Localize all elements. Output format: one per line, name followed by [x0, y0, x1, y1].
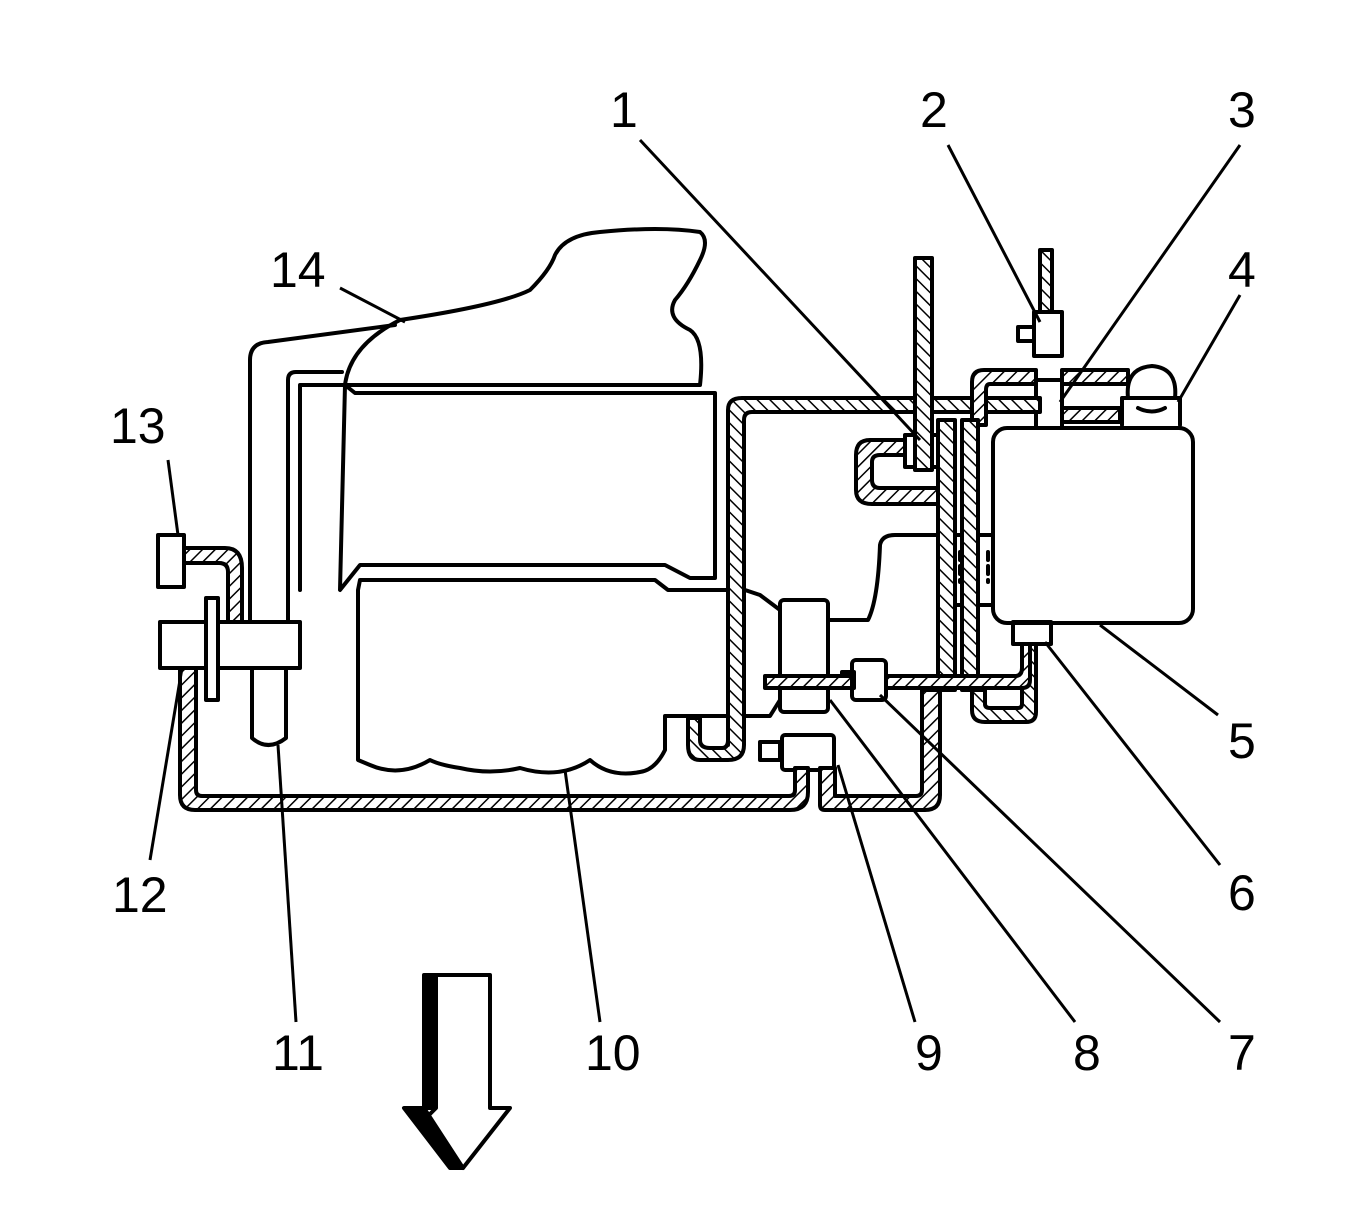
callout-13: 13 — [110, 398, 166, 454]
coolant-sensor — [780, 733, 836, 772]
callout-8: 8 — [1073, 1025, 1101, 1081]
callout-14: 14 — [270, 242, 326, 298]
callout-11: 11 — [272, 1025, 324, 1081]
callout-6: 6 — [1228, 865, 1256, 921]
temperature-sensor — [156, 533, 186, 589]
upper-radiator-hose — [248, 323, 397, 622]
heater-module — [991, 426, 1195, 625]
callout-10: 10 — [585, 1025, 641, 1081]
leader-lines — [148, 138, 1242, 1024]
callout-3: 3 — [1228, 82, 1256, 138]
engine-lower-oil-pan — [356, 578, 782, 776]
module-outlet-fitting — [1011, 620, 1053, 646]
thermostat-housing — [158, 620, 302, 670]
callout-4: 4 — [1228, 242, 1256, 298]
engine-upper — [298, 227, 717, 592]
callout-5: 5 — [1228, 713, 1256, 769]
callout-12: 12 — [112, 867, 168, 923]
water-pump — [778, 598, 830, 714]
heater-supply-hose — [686, 396, 1042, 762]
callout-9: 9 — [915, 1025, 943, 1081]
return-hose-bottom — [178, 666, 810, 812]
callout-2: 2 — [920, 82, 948, 138]
inline-fitting — [850, 658, 888, 702]
callout-1: 1 — [610, 82, 638, 138]
callout-7: 7 — [1228, 1025, 1256, 1081]
callout-labels: 1 2 3 4 5 6 7 8 9 10 11 12 13 14 — [110, 82, 1256, 1081]
front-direction-arrow — [402, 973, 512, 1170]
